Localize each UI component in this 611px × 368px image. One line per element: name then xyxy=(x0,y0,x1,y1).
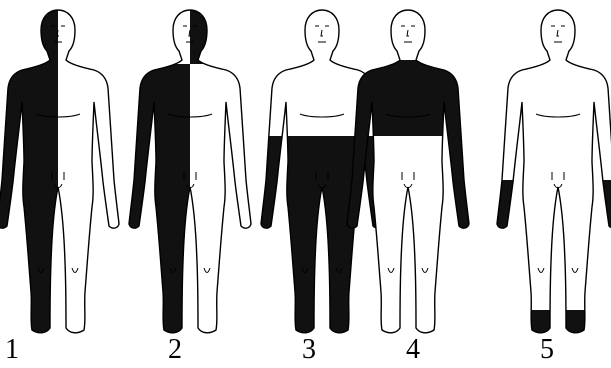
body-figure-4 xyxy=(338,10,478,333)
body-figure-5 xyxy=(488,10,611,340)
shade-block xyxy=(0,2,58,342)
figure-label-3: 3 xyxy=(297,336,321,364)
shade-block xyxy=(488,180,518,232)
body-silhouette xyxy=(0,10,119,333)
shade-block xyxy=(190,2,214,64)
body-figure-1 xyxy=(0,2,119,342)
body-figure-2 xyxy=(120,2,251,342)
figure-label-5: 5 xyxy=(535,336,559,364)
shaded-region-left-half xyxy=(0,2,58,342)
shade-block xyxy=(252,136,392,342)
figure-label-2: 2 xyxy=(163,336,187,364)
figure-label-4: 4 xyxy=(401,336,425,364)
body-figure-3 xyxy=(252,10,392,342)
shaded-region-waist-to-feet xyxy=(252,136,392,342)
figure-label-1: 1 xyxy=(0,336,24,364)
